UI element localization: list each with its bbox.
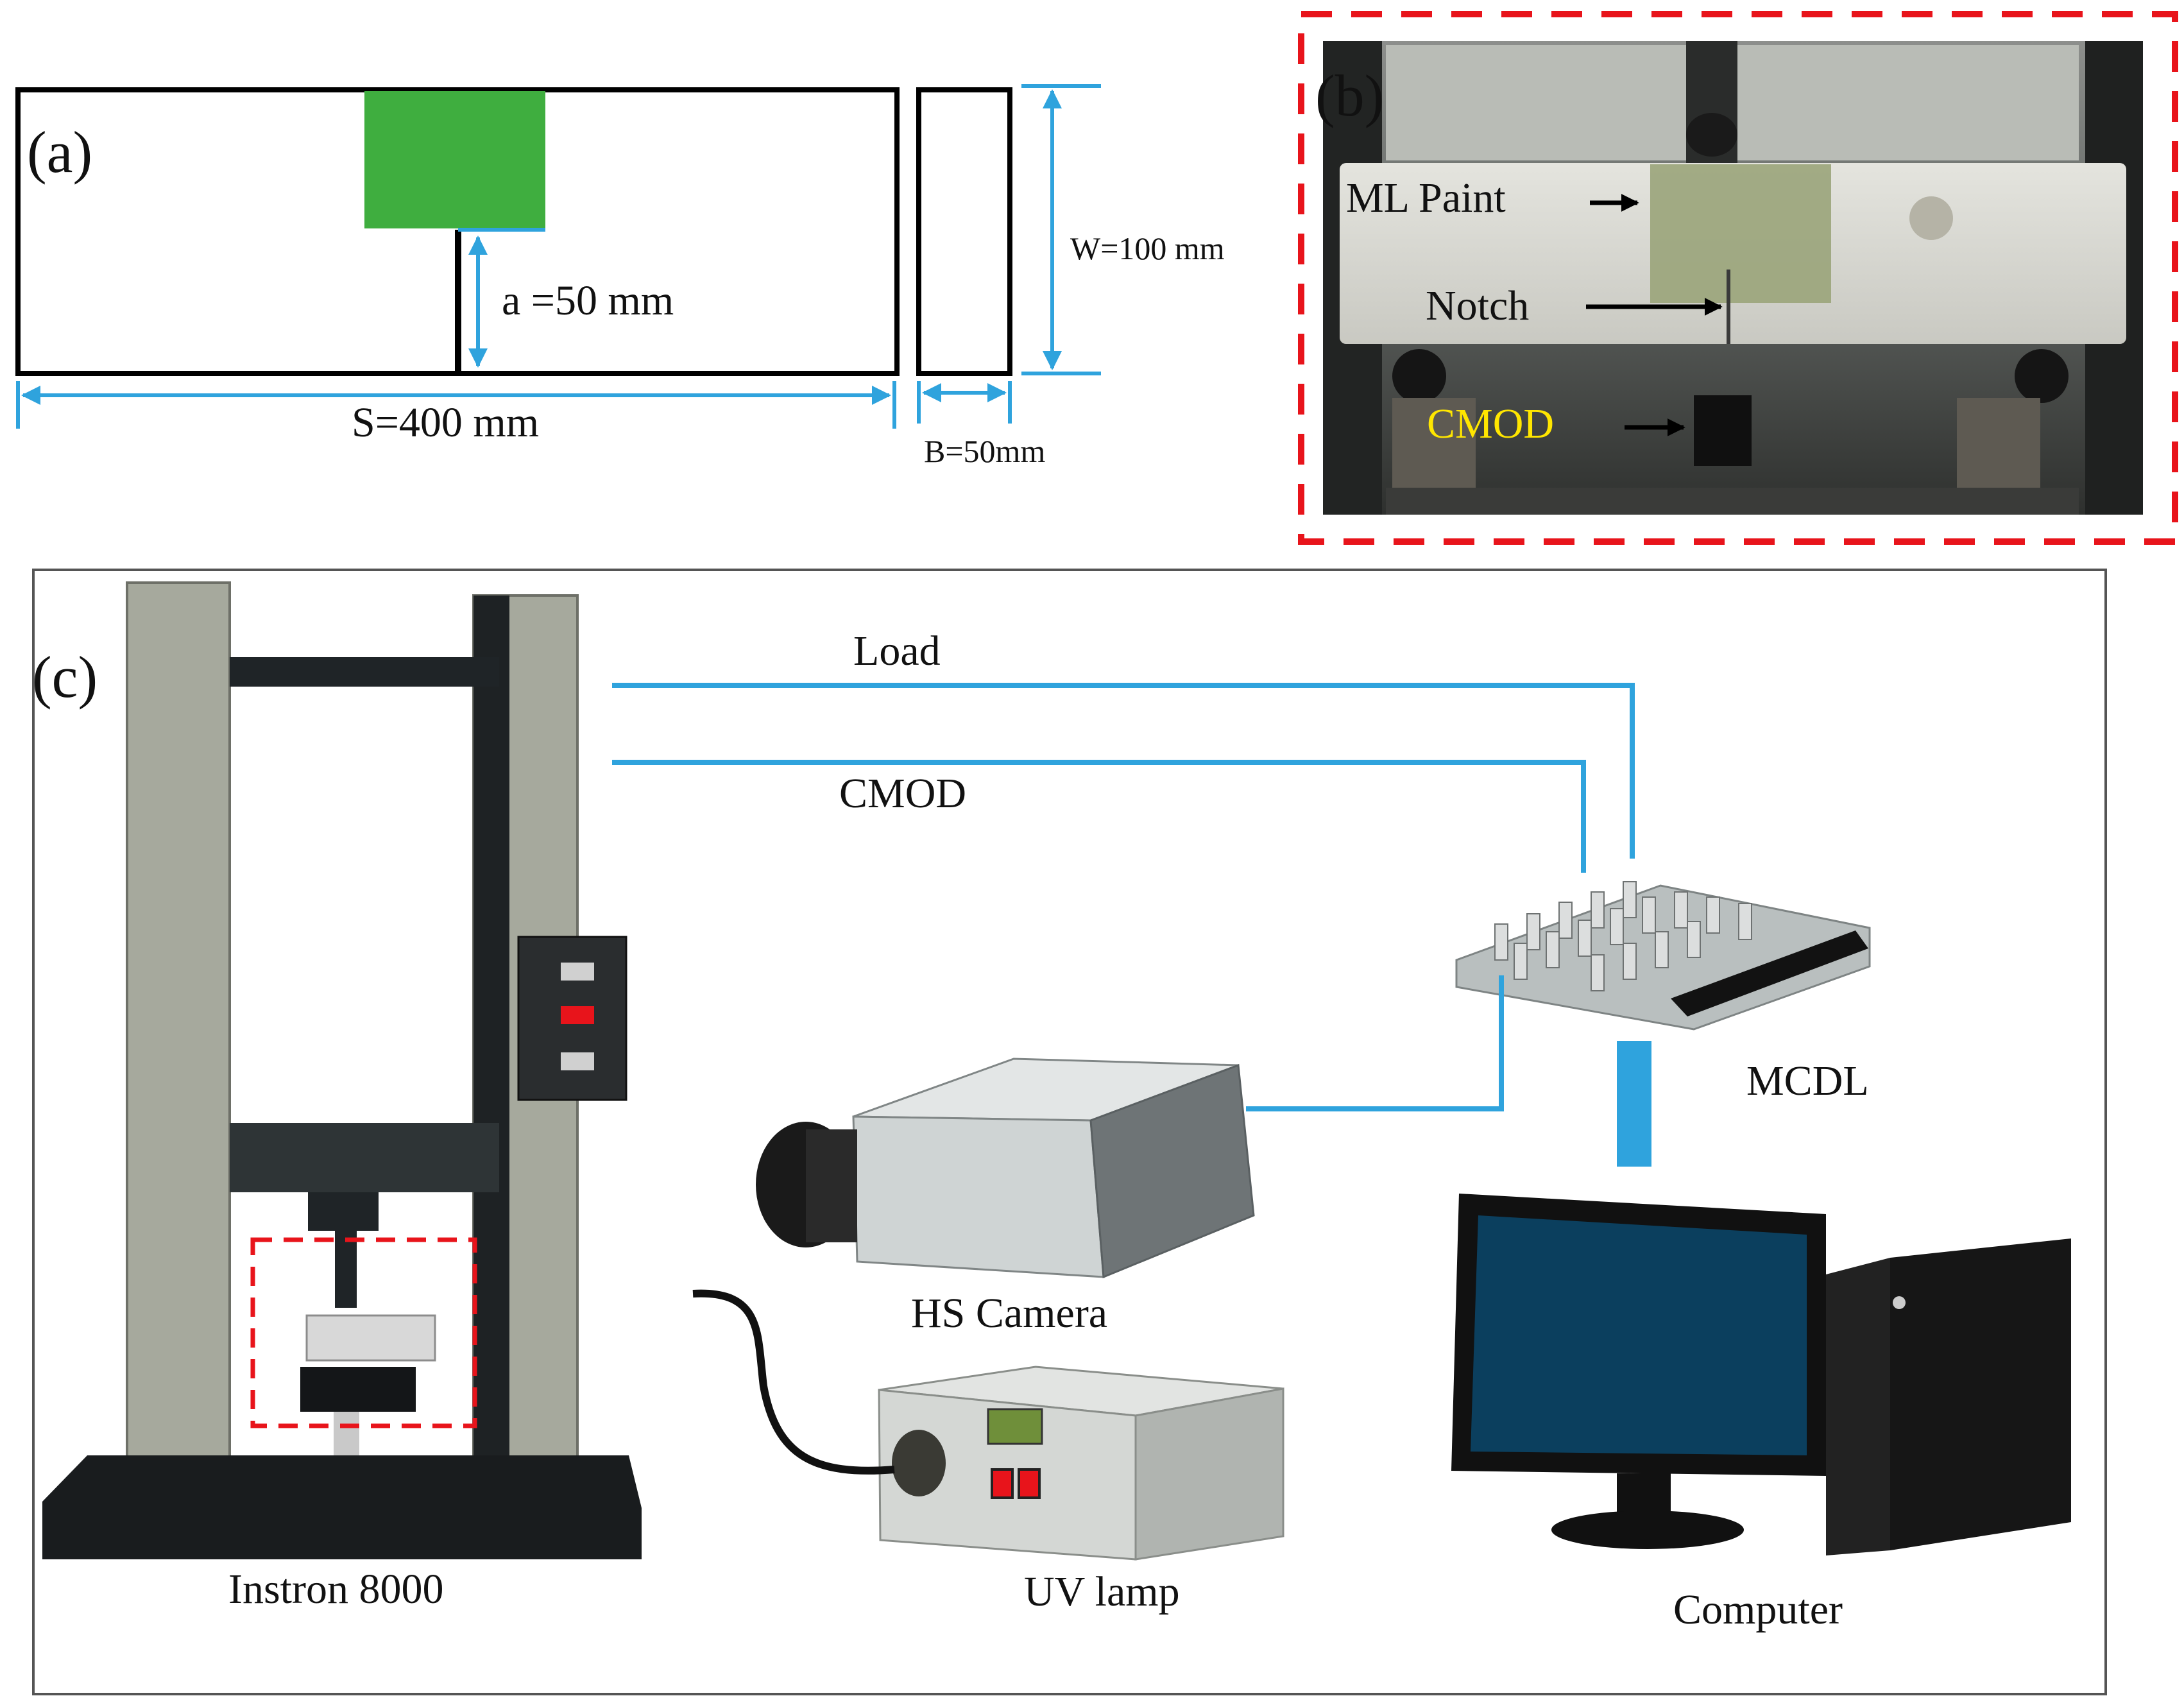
load-cable-label: Load <box>853 628 941 674</box>
support-roller-left <box>1392 349 1446 403</box>
dimension-b-label: B=50mm <box>924 433 1045 469</box>
fixture-stem <box>334 1412 359 1458</box>
instron-top-crosshead <box>230 657 499 687</box>
panel-b-label: (b) <box>1315 63 1384 128</box>
specimen-block <box>305 1314 436 1362</box>
cmod-gauge <box>1694 395 1752 466</box>
panel-a: (a) a =50 mm S=400 mm W=100 mm B=50mm <box>15 84 1225 469</box>
uv-lamp-knob <box>892 1430 946 1496</box>
control-button-red <box>561 1006 594 1024</box>
instron-column-right-shadow <box>473 595 509 1462</box>
uv-lamp-button-1 <box>991 1468 1014 1499</box>
fixture-lower <box>300 1367 416 1412</box>
cmod-cable-label: CMOD <box>839 770 966 817</box>
ml-paint-label: ML Paint <box>1346 175 1506 221</box>
concrete-stain <box>1909 196 1953 240</box>
hs-camera-label: HS Camera <box>911 1290 1107 1337</box>
uv-lamp <box>878 1366 1284 1561</box>
uv-lamp-button-2 <box>1018 1468 1041 1499</box>
load-cell <box>308 1192 379 1231</box>
instron-mid-crosshead <box>230 1123 499 1192</box>
dimension-w-label: W=100 mm <box>1070 230 1225 266</box>
instron-machine <box>42 581 642 1559</box>
camera-cable <box>1246 975 1504 1111</box>
support-base-right <box>1957 398 2040 494</box>
panel-a-label: (a) <box>27 119 92 185</box>
computer-label: Computer <box>1673 1586 1843 1633</box>
ml-paint-area <box>1650 164 1831 303</box>
instron-label: Instron 8000 <box>228 1566 443 1613</box>
tower-power-button <box>1893 1296 1906 1309</box>
mcdl-terminal-strip <box>1671 930 1868 1016</box>
computer <box>1451 1194 2071 1555</box>
tower-side <box>1890 1238 2071 1550</box>
cmod-cable <box>612 760 1586 873</box>
panel-c: (c) Instron 8000 Load CMOD <box>32 569 2107 1695</box>
mcdl-device <box>1455 881 1871 1031</box>
mcdl-to-computer-link <box>1617 1041 1651 1167</box>
load-cable <box>612 683 1635 859</box>
support-base-left <box>1392 398 1476 494</box>
monitor-stand <box>1617 1473 1671 1516</box>
dimension-s-label: S=400 mm <box>352 399 539 446</box>
highlight-box-c <box>250 1237 477 1428</box>
control-button-top <box>561 963 594 981</box>
ml-paint-patch <box>364 91 545 228</box>
panel-b: (b) ML Paint Notch CMOD <box>1298 11 2178 545</box>
camera-body-front <box>852 1115 1105 1278</box>
monitor-base <box>1551 1511 1744 1549</box>
camera-body-side <box>1089 1063 1255 1279</box>
uv-lamp-display <box>987 1408 1043 1445</box>
uv-lamp-label: UV lamp <box>1024 1568 1180 1615</box>
mcdl-connectors <box>1494 881 1752 991</box>
panel-c-frame <box>32 569 2107 1695</box>
cross-section-outline <box>916 87 1012 376</box>
loading-roller <box>1686 113 1737 157</box>
tower-front <box>1826 1258 1890 1555</box>
cmod-photo-label: CMOD <box>1427 400 1554 447</box>
support-roller-right <box>2015 349 2069 403</box>
camera-lens-barrel <box>806 1129 857 1242</box>
control-button-bottom <box>561 1052 594 1070</box>
lower-fixture <box>1386 488 2079 515</box>
mcdl-label: MCDL <box>1746 1058 1869 1104</box>
uv-lamp-cable <box>692 1289 895 1475</box>
loading-rod-c <box>335 1231 357 1308</box>
instron-column-left <box>126 581 231 1463</box>
dimension-a-label: a =50 mm <box>502 277 674 324</box>
panel-c-label: (c) <box>32 644 98 710</box>
uv-lamp-side <box>1134 1387 1284 1561</box>
notch-label: Notch <box>1426 282 1529 329</box>
instron-base <box>42 1455 642 1559</box>
hs-camera <box>756 1058 1255 1279</box>
monitor-screen <box>1471 1215 1807 1455</box>
